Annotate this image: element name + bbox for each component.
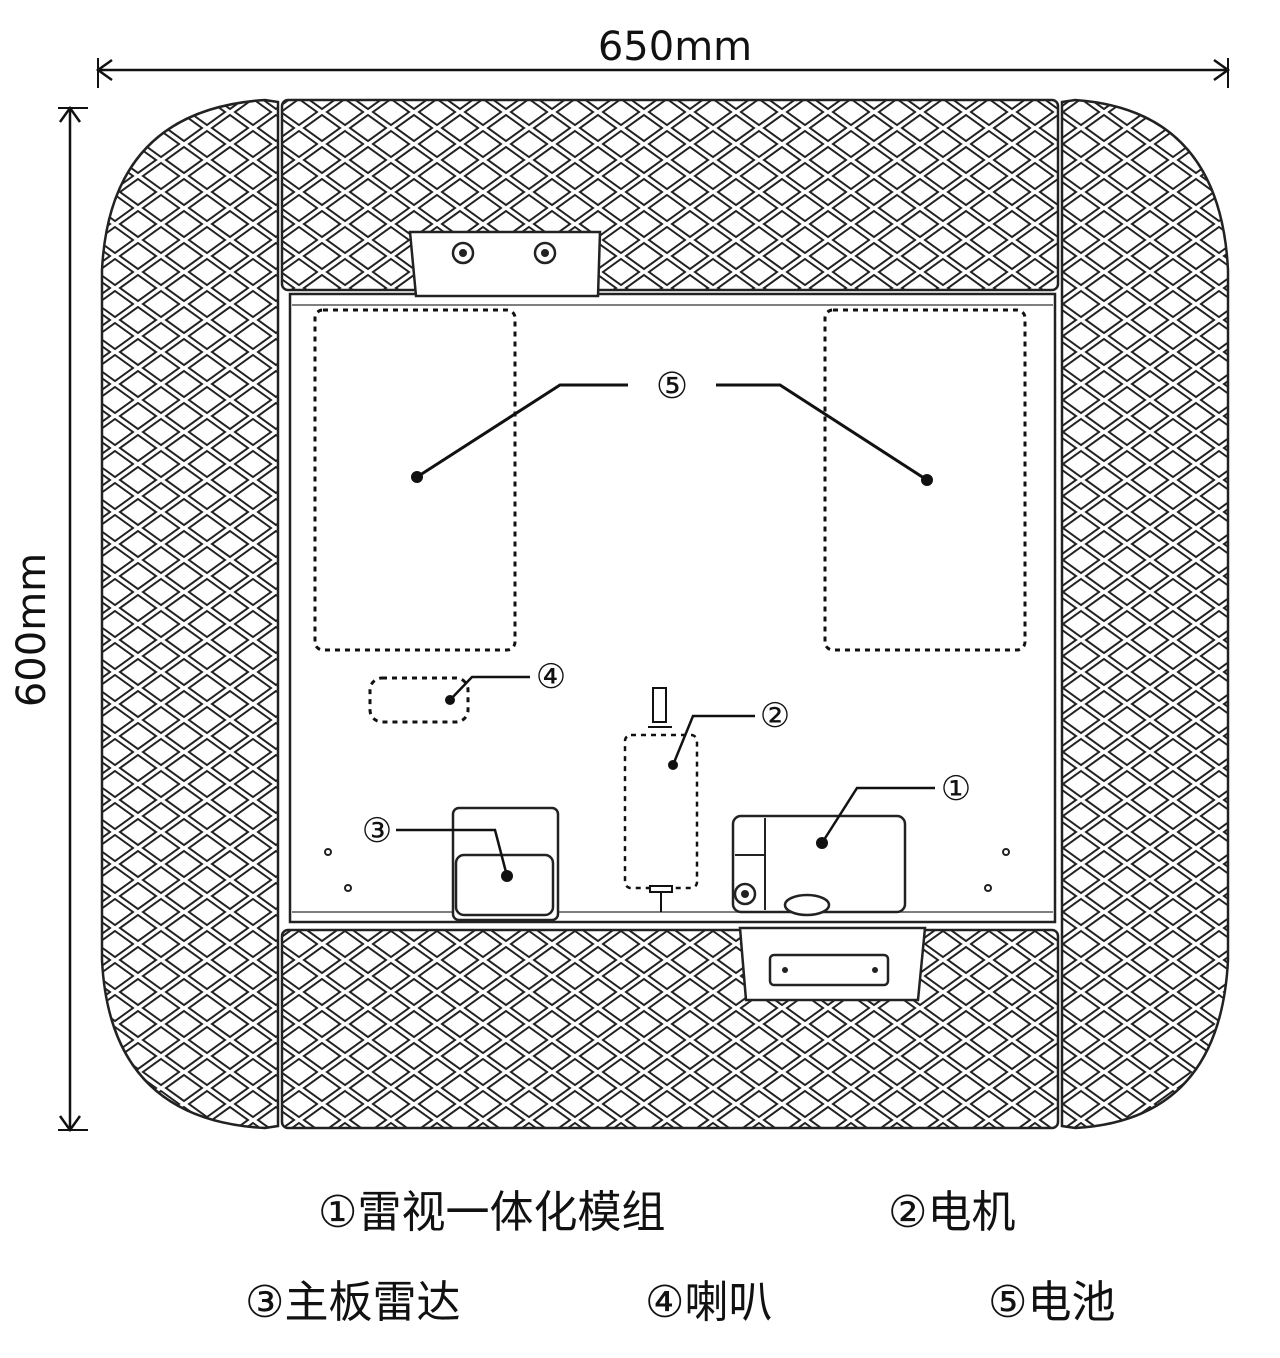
callout-4: ④ [536,657,566,697]
legend-item-5: ⑤电池 [988,1277,1116,1328]
chassis-body [288,292,1057,924]
callout-5: ⑤ [656,366,688,407]
right-bumper [1060,98,1230,1130]
legend-item-1: ①雷视一体化模组 [318,1187,666,1238]
callout-1: ① [941,769,971,809]
radar-camera-module [731,786,935,917]
width-label: 650mm [598,24,752,70]
speaker [368,675,530,724]
left-bumper [100,98,280,1130]
legend-item-3: ③主板雷达 [245,1277,461,1328]
rear-bracket [738,926,927,1002]
mainboard-radar [396,806,560,922]
height-label: 600mm [9,553,55,707]
callout-2: ② [760,696,790,736]
bottom-bumper [280,928,1060,1130]
height-dimension: 600mm [9,105,88,1133]
top-bumper [280,98,1060,292]
legend-item-4: ④喇叭 [645,1277,773,1328]
width-dimension: 650mm [95,24,1231,88]
screws [324,848,1010,892]
legend-item-2: ②电机 [888,1187,1016,1238]
motor [623,687,755,912]
callout-3: ③ [362,811,392,851]
front-bracket [408,230,602,298]
